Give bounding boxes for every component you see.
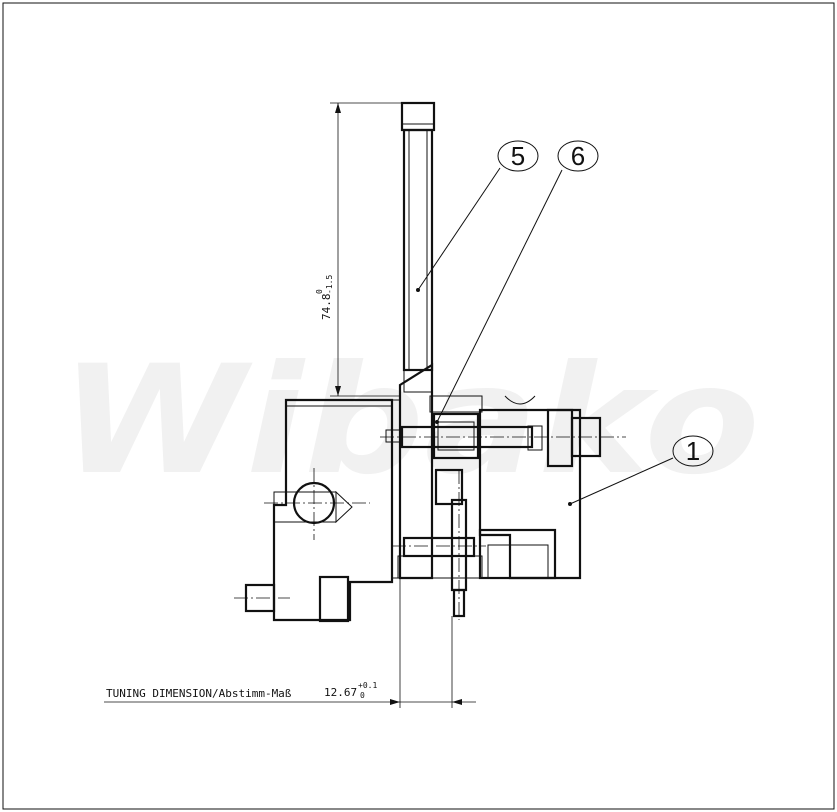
height-dim-nominal: 74.8 [320,294,333,321]
watermark-text: Wibako [60,334,760,508]
height-dim-upper-tol: 0 [315,289,324,294]
callout-1-label: 1 [686,436,700,466]
rod-part-5 [400,101,436,393]
tuning-dimension: TUNING DIMENSION/Abstimm-Maß 12.67 +0.1 … [104,578,476,708]
callout-6-label: 6 [571,141,585,171]
callout-5: 5 [416,140,539,292]
bearing-part-6 [385,412,543,460]
tuning-lower-tol: 0 [360,691,365,700]
callout-5-label: 5 [511,141,525,171]
height-dimension: 74.8 0 -1.5 [315,102,402,397]
tuning-label: TUNING DIMENSION/Abstimm-Maß [106,687,292,700]
tuning-nominal: 12.67 [324,686,357,699]
tuning-upper-tol: +0.1 [358,681,377,690]
height-dim-lower-tol: -1.5 [325,275,334,294]
callout-6: 6 [435,140,599,424]
callout-1: 1 [568,435,714,506]
center-lines [234,436,626,620]
